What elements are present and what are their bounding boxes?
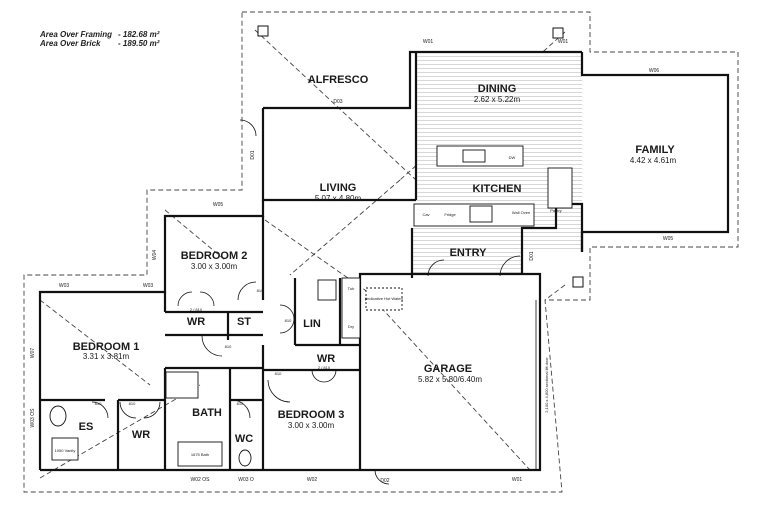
- wc-label: WC: [235, 433, 253, 445]
- window-w03os: W03 OS: [30, 408, 36, 428]
- area-brick-value: - 189.50 m²: [118, 39, 160, 48]
- door-size-bed3: 810: [275, 371, 282, 376]
- window-w01-a: W01: [423, 39, 434, 45]
- roof-outline: [23, 11, 739, 493]
- fixture-bath-tub: 1675 Bath: [191, 452, 209, 457]
- fixture-hws: (Indicative Hot Water): [365, 296, 404, 301]
- window-w01-b: W01: [558, 39, 569, 45]
- window-w02: W02: [307, 477, 318, 483]
- bedroom-3-label: BEDROOM 3: [278, 409, 345, 421]
- fixture-tub: Tub: [348, 286, 356, 291]
- lin-label: LIN: [303, 318, 321, 330]
- window-w01-garage: W01: [512, 477, 523, 483]
- fixture-dry: Dry: [348, 324, 354, 329]
- window-w06: W06: [649, 68, 660, 74]
- area-framing-value: - 182.68 m²: [118, 30, 160, 39]
- family-label: FAMILY: [635, 144, 675, 156]
- fixture-wall-oven: Wall Oven: [512, 210, 530, 215]
- window-w05-bed2: W05: [213, 202, 224, 208]
- family-dim: 4.42 x 4.61m: [630, 156, 677, 165]
- garage-dim: 5.82 x 5.80/6.40m: [418, 375, 482, 384]
- alfresco-label: ALFRESCO: [308, 74, 369, 86]
- window-w03o: W03 O: [238, 477, 254, 483]
- door-size-wr-bed2: 2 / 810: [190, 307, 203, 312]
- bedroom-1-dim: 3.31 x 3.81m: [83, 352, 130, 361]
- door-d01-entry: D01: [529, 251, 535, 260]
- door-size-es: 810: [95, 401, 102, 406]
- area-brick-label: Area Over Brick: [40, 39, 101, 48]
- bedroom-2-wr-label: WR: [187, 316, 205, 328]
- window-w03: W03: [59, 283, 70, 289]
- room-labels: ALFRESCO DINING 2.62 x 5.22m FAMILY 4.42…: [73, 74, 677, 445]
- window-w05-family: W05: [663, 236, 674, 242]
- door-d02: D02: [380, 478, 389, 484]
- door-size-wr-bed3: 2 / 810: [318, 365, 331, 370]
- fixture-cav: Cav: [422, 212, 429, 217]
- window-w03-b: W03: [143, 283, 154, 289]
- door-d01-living: D01: [250, 150, 256, 159]
- service-markers: [257, 25, 584, 288]
- bedroom-3-dim: 3.00 x 3.00m: [288, 421, 335, 430]
- walls: [38, 50, 730, 472]
- bedroom-2-dim: 3.00 x 3.00m: [191, 262, 238, 271]
- fixture-dw: DW: [509, 155, 516, 160]
- kitchen-fixtures: [49, 145, 573, 467]
- door-size-wr-bed1: 810: [129, 401, 136, 406]
- ensuite-label: ES: [79, 421, 94, 433]
- dining-label: DINING: [478, 83, 517, 95]
- bedroom-3-wr-label: WR: [317, 353, 335, 365]
- door-size-wc: 810: [237, 401, 244, 406]
- fixture-fridge: Fridge: [444, 212, 456, 217]
- window-w02os: W02 OS: [191, 477, 211, 483]
- garage-door-code: 2,100 x 4,800 sectional lift door: [544, 357, 549, 413]
- area-framing-label: Area Over Framing: [40, 30, 113, 39]
- door-size-lin: 810: [285, 318, 292, 323]
- door-size-bed1: 810: [225, 344, 232, 349]
- living-label: LIVING: [320, 182, 357, 194]
- window-codes: W01 W01 W06 W05 D03 D01 W05 W04 W03 W03 …: [30, 39, 673, 484]
- bedroom-2-label: BEDROOM 2: [181, 250, 248, 262]
- garage-label: GARAGE: [424, 363, 472, 375]
- door-size-bed2: 810: [257, 288, 264, 293]
- fixture-pantry: Pantry: [550, 208, 562, 213]
- door-swings: [91, 119, 521, 485]
- kitchen-label: KITCHEN: [473, 183, 522, 195]
- dining-dim: 2.62 x 5.22m: [474, 95, 521, 104]
- living-dim: 5.07 x 4.80m: [315, 194, 362, 203]
- area-summary: Area Over Framing - 182.68 m² Area Over B…: [40, 30, 159, 48]
- fixture-vanity: 1050 Vanity: [55, 448, 76, 453]
- bath-label: BATH: [192, 407, 222, 419]
- st-label: ST: [237, 316, 251, 328]
- window-w07: W07: [30, 348, 36, 359]
- door-d03: D03: [333, 99, 342, 105]
- bedroom-1-label: BEDROOM 1: [73, 341, 140, 353]
- fixture-labels: Cav Fridge Wall Oven Pantry DW Tub Dry (…: [55, 155, 562, 457]
- bedroom-1-wr-label: WR: [132, 429, 150, 441]
- entry-label: ENTRY: [450, 247, 488, 259]
- window-w04: W04: [152, 250, 158, 261]
